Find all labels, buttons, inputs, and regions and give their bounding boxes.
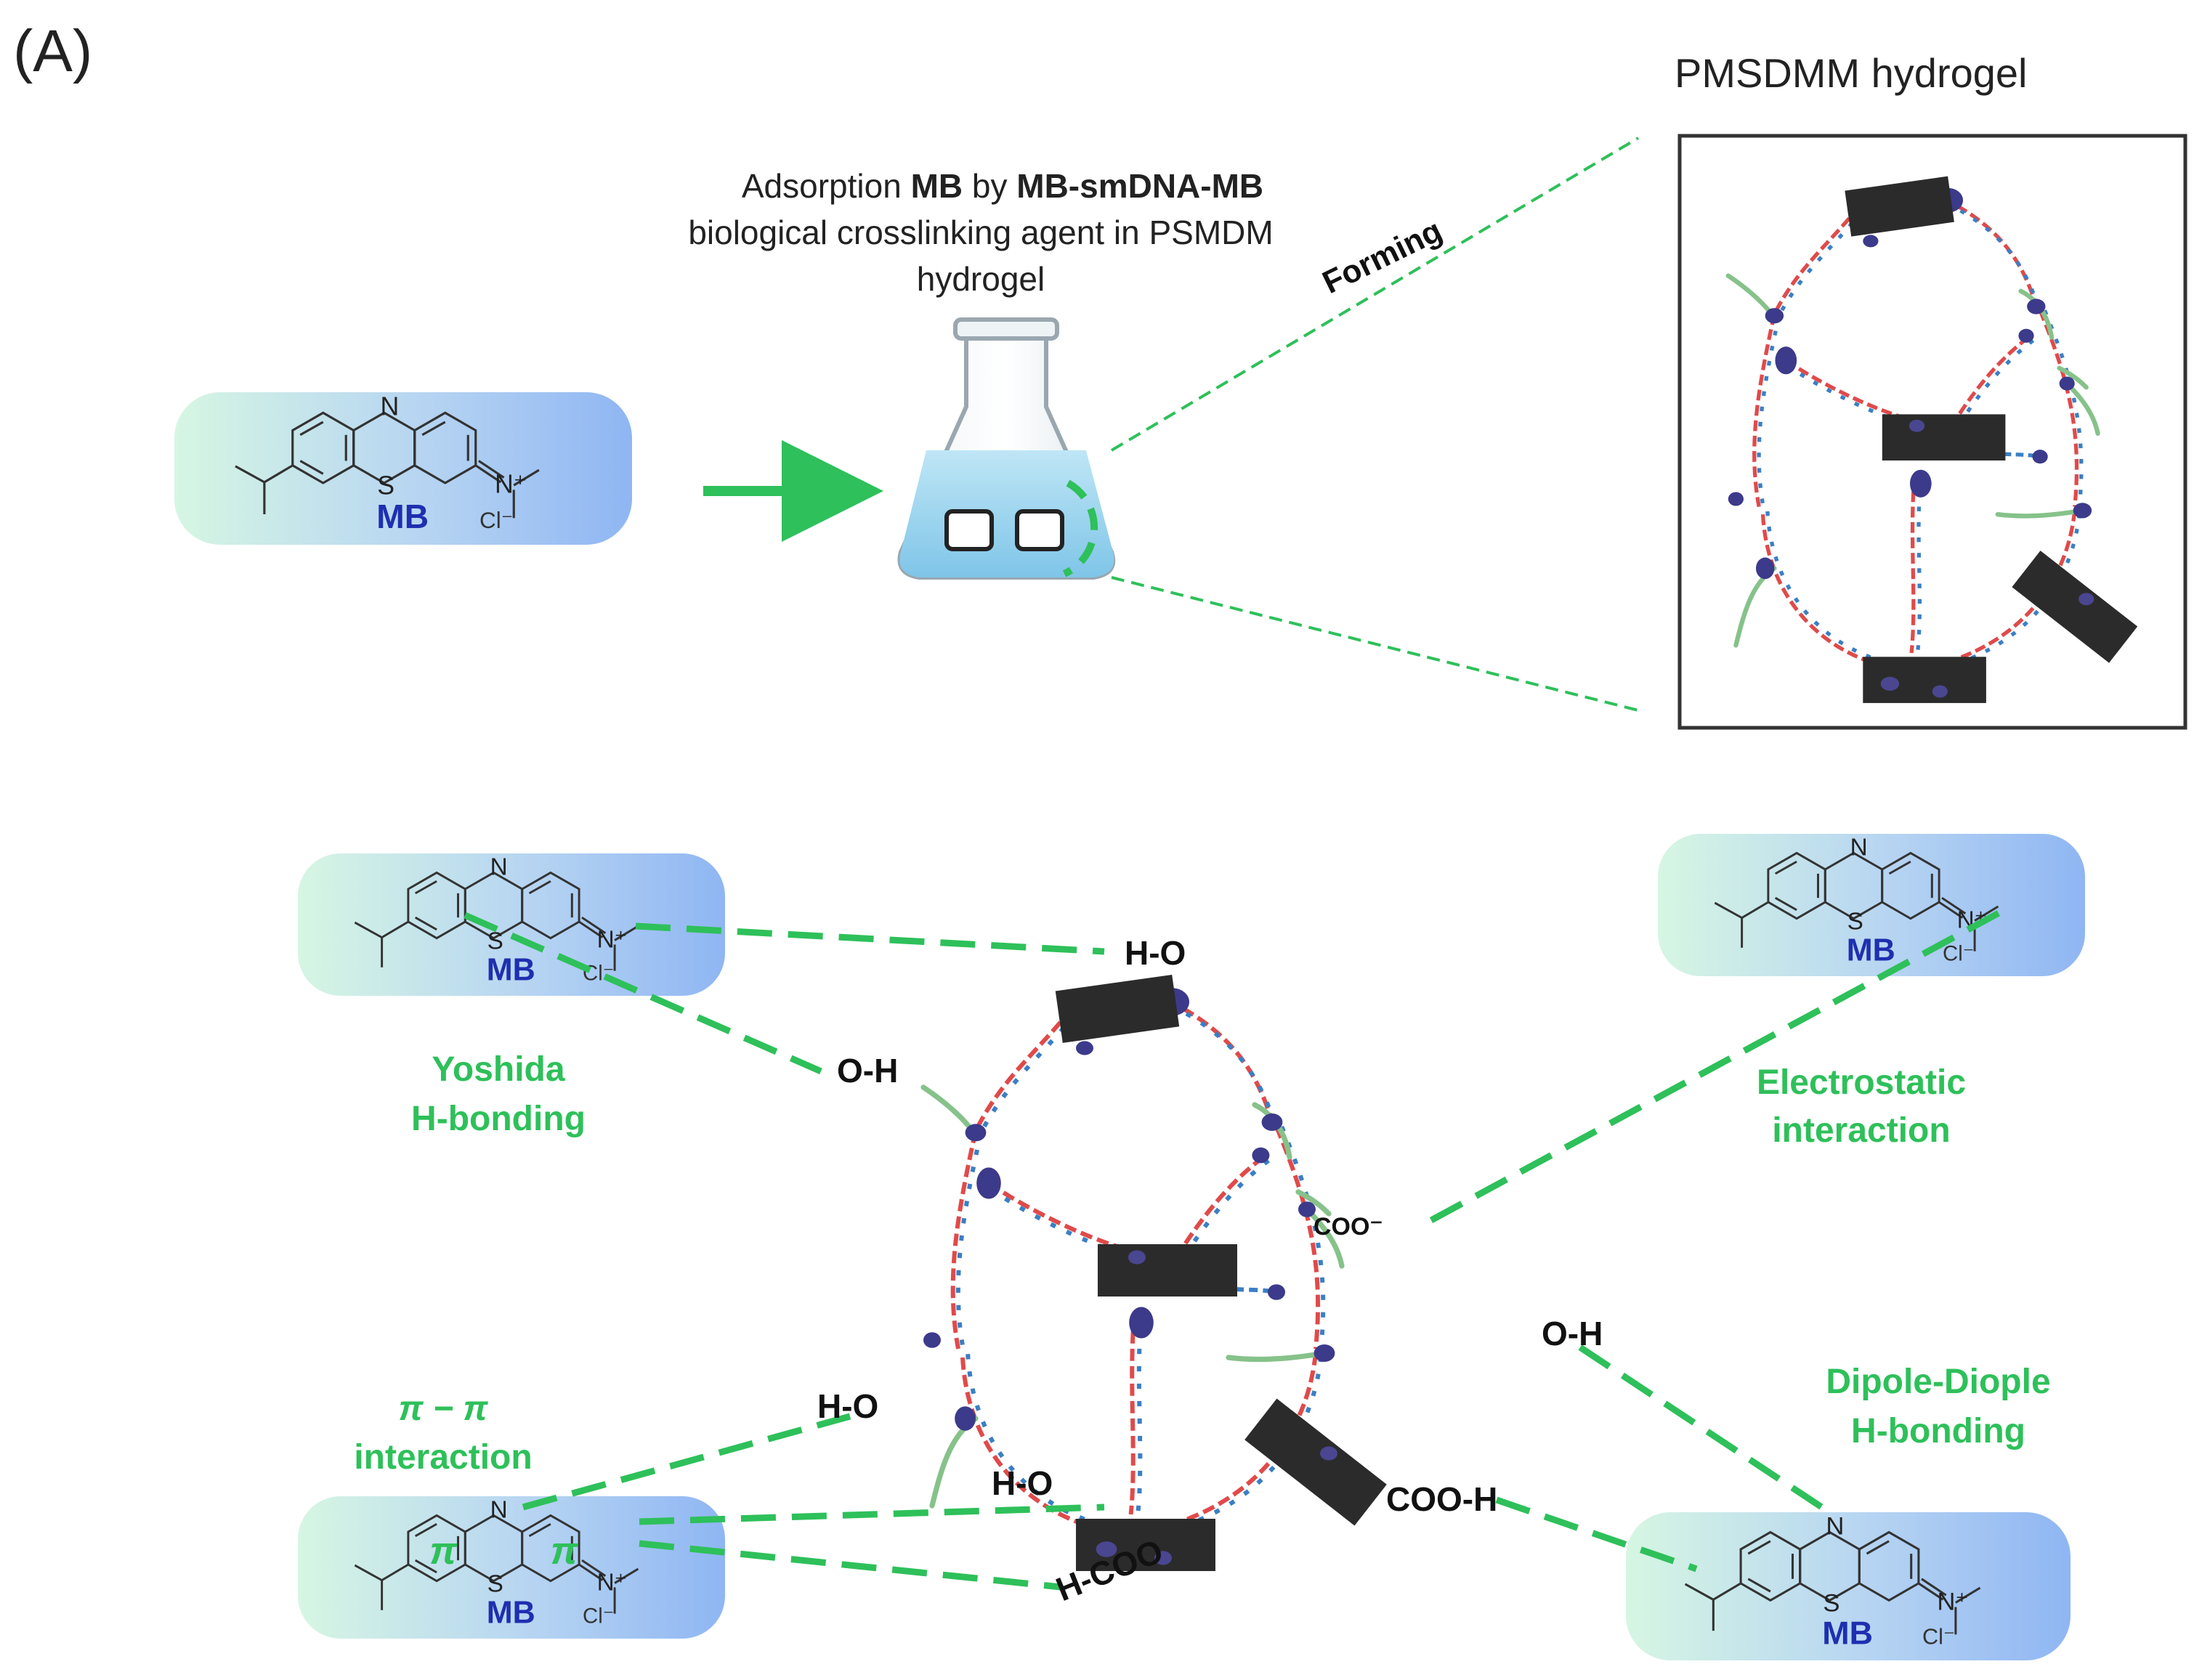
mb-atom-nplus: N⁺ <box>1937 1588 1968 1616</box>
group-ho-bottom: H-O <box>992 1464 1053 1502</box>
mb-atom-s: S <box>487 928 503 954</box>
process-caption-line3: hydrogel <box>917 260 1045 298</box>
mb-counterion: Cl⁻ <box>479 507 513 533</box>
process-caption-line2: biological crosslinking agent in PSMDM <box>688 214 1273 251</box>
mb-molecule-yoshida: N S N⁺ MB Cl⁻ <box>296 852 726 997</box>
mb-atom-nplus: N⁺ <box>597 926 628 953</box>
process-caption-line1: Adsorption MB by MB-smDNA-MB <box>742 167 1263 205</box>
mb-atom-n: N <box>381 392 400 421</box>
forming-label: Forming <box>1317 213 1448 301</box>
group-coo-minus: COO⁻ <box>1313 1213 1383 1241</box>
pipi-label-line2: interaction <box>354 1438 532 1477</box>
erlenmeyer-flask <box>897 317 1116 580</box>
pi-symbol-left: π <box>429 1530 458 1573</box>
mb-name: MB <box>1847 933 1895 967</box>
hydrogel-title: PMSDMM hydrogel <box>1675 50 2027 96</box>
mb-atom-n: N <box>1826 1513 1844 1541</box>
mb-atom-s: S <box>377 471 394 500</box>
dipole-label-line2: H-bonding <box>1851 1412 2025 1450</box>
mb-molecule-dipole: N S N⁺ MB Cl⁻ <box>1624 1511 2072 1662</box>
pi-symbol-right: π <box>551 1530 579 1573</box>
electrostatic-label-line2: interaction <box>1772 1111 1950 1150</box>
electrostatic-label-line1: Electrostatic <box>1757 1063 1966 1102</box>
mb-counterion: Cl⁻ <box>1943 941 1974 965</box>
mb-atom-n: N <box>1850 834 1868 861</box>
mb-molecule-pipi: N S N⁺ MB Cl⁻ π π <box>296 1495 726 1640</box>
mb-name: MB <box>376 498 429 535</box>
group-ho-top: H-O <box>1125 934 1186 972</box>
mb-molecule-electrostatic: N S N⁺ MB Cl⁻ <box>1656 832 2086 978</box>
yoshida-label-line1: Yoshida <box>432 1050 564 1089</box>
mb-atom-s: S <box>487 1570 503 1597</box>
mb-atom-s: S <box>1847 908 1863 935</box>
panel-label: (A) <box>13 18 92 84</box>
zoom-lines <box>1110 137 1640 712</box>
mb-name: MB <box>487 1595 535 1630</box>
group-cooh: COO-H <box>1386 1480 1497 1518</box>
mb-atom-s: S <box>1823 1590 1839 1618</box>
group-ho-left: H-O <box>817 1387 878 1425</box>
mb-counterion: Cl⁻ <box>1922 1625 1955 1649</box>
mb-atom-nplus: N⁺ <box>495 470 527 499</box>
mb-molecule-top: N S N⁺ MB Cl⁻ <box>173 391 634 546</box>
mb-atom-n: N <box>490 1496 508 1523</box>
group-oh-left: O-H <box>837 1052 898 1089</box>
mb-counterion: Cl⁻ <box>583 1604 614 1628</box>
group-oh-right: O-H <box>1542 1315 1603 1352</box>
mb-name: MB <box>487 952 535 987</box>
pipi-label-line1: π − π <box>398 1389 488 1428</box>
interaction-lines <box>464 909 2004 1591</box>
yoshida-label-line2: H-bonding <box>411 1100 586 1138</box>
mb-atom-n: N <box>490 853 508 880</box>
mb-atom-nplus: N⁺ <box>597 1569 628 1596</box>
mb-name: MB <box>1822 1615 1873 1652</box>
dipole-label-line1: Dipole-Diople <box>1826 1363 2050 1401</box>
